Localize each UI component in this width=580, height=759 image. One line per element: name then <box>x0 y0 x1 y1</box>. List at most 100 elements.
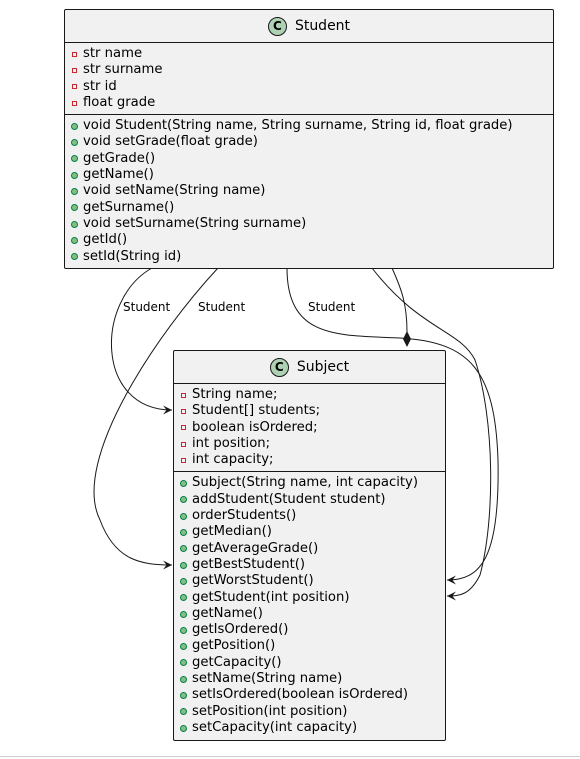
method-row: void Student(String name, String surname… <box>71 118 553 134</box>
attribute-text: boolean isOrdered; <box>192 419 318 435</box>
attribute-row: Student[] students; <box>180 403 445 419</box>
method-text: getName() <box>192 605 263 621</box>
method-text: orderStudents() <box>192 508 297 524</box>
attribute-text: str id <box>83 78 117 94</box>
private-visibility-icon <box>72 51 77 57</box>
method-text: setCapacity(int capacity) <box>192 719 358 735</box>
method-row: setId(String id) <box>71 249 553 265</box>
method-text: void setName(String name) <box>83 183 266 199</box>
public-visibility-icon <box>180 512 187 520</box>
public-visibility-icon <box>71 122 78 130</box>
edge-student-subject-1 <box>111 267 173 415</box>
class-student-methods: void Student(String name, String surname… <box>65 114 553 268</box>
method-text: getCapacity() <box>192 654 282 670</box>
public-visibility-icon <box>71 236 78 244</box>
edge-student-subject-3 <box>286 267 499 585</box>
method-text: getSurname() <box>83 199 175 215</box>
class-student-attributes: str name str surname str id float grade <box>65 43 553 114</box>
method-text: setId(String id) <box>83 248 182 264</box>
public-visibility-icon <box>180 529 187 537</box>
public-visibility-icon <box>180 610 187 618</box>
edge-student-subject-composition <box>391 267 408 333</box>
method-row: getBestStudent() <box>180 557 445 573</box>
public-visibility-icon <box>180 724 187 732</box>
method-text: getStudent(int position) <box>192 589 350 605</box>
method-text: setPosition(int position) <box>192 703 348 719</box>
public-visibility-icon <box>71 171 78 179</box>
public-visibility-icon <box>180 708 187 716</box>
attribute-row: boolean isOrdered; <box>180 420 445 436</box>
class-subject-title: Subject <box>296 359 350 375</box>
public-visibility-icon <box>180 545 187 553</box>
public-visibility-icon <box>71 204 78 212</box>
method-text: setIsOrdered(boolean isOrdered) <box>192 687 408 703</box>
class-student-title: Student <box>294 18 351 34</box>
method-text: getId() <box>83 232 128 248</box>
class-subject[interactable]: C Subject String name; Student[] student… <box>173 350 446 741</box>
class-c-icon: C <box>267 16 287 36</box>
private-visibility-icon <box>181 408 186 414</box>
public-visibility-icon <box>71 188 78 196</box>
method-text: setName(String name) <box>192 671 343 687</box>
method-row: getPosition() <box>180 638 445 654</box>
method-row: getName() <box>71 167 553 183</box>
attribute-row: str id <box>71 79 553 95</box>
attribute-text: int position; <box>192 435 271 451</box>
edge-label-1: Student <box>123 300 171 314</box>
public-visibility-icon <box>180 626 187 634</box>
method-row: setIsOrdered(boolean isOrdered) <box>180 687 445 703</box>
public-visibility-icon <box>71 253 78 261</box>
attribute-text: float grade <box>83 94 156 110</box>
private-visibility-icon <box>181 392 186 398</box>
edge-student-subject-2 <box>93 267 219 570</box>
public-visibility-icon <box>180 496 187 504</box>
method-row: getSurname() <box>71 200 553 216</box>
method-text: void setSurname(String surname) <box>83 215 307 231</box>
private-visibility-icon <box>181 441 186 447</box>
class-subject-methods: Subject(String name, int capacity) addSt… <box>174 471 445 739</box>
method-row: setCapacity(int capacity) <box>180 720 445 736</box>
class-subject-attributes: String name; Student[] students; boolean… <box>174 384 445 471</box>
public-visibility-icon <box>180 561 187 569</box>
attribute-text: int capacity; <box>192 452 274 468</box>
public-visibility-icon <box>71 139 78 147</box>
private-visibility-icon <box>181 457 186 463</box>
method-text: getAverageGrade() <box>192 540 319 556</box>
method-row: getGrade() <box>71 151 553 167</box>
public-visibility-icon <box>180 594 187 602</box>
method-text: getName() <box>83 167 154 183</box>
composition-diamond-icon <box>403 331 411 347</box>
public-visibility-icon <box>71 220 78 228</box>
edge-label-3: Student <box>308 300 356 314</box>
class-subject-header: C Subject <box>174 351 445 384</box>
method-row: void setGrade(float grade) <box>71 134 553 150</box>
private-visibility-icon <box>181 425 186 431</box>
class-student-header: C Student <box>65 10 553 43</box>
attribute-text: str name <box>83 46 143 61</box>
method-row: getAverageGrade() <box>180 541 445 557</box>
class-c-icon: C <box>269 357 289 377</box>
class-student[interactable]: C Student str name str surname str id fl… <box>64 9 554 269</box>
attribute-row: String name; <box>180 387 445 403</box>
attribute-row: int capacity; <box>180 452 445 468</box>
attribute-row: str surname <box>71 62 553 78</box>
method-row: setPosition(int position) <box>180 704 445 720</box>
method-row: getCapacity() <box>180 655 445 671</box>
method-text: Subject(String name, int capacity) <box>192 475 418 491</box>
attribute-row: str name <box>71 46 553 62</box>
method-text: getIsOrdered() <box>192 622 289 638</box>
edge-label-2: Student <box>198 300 246 314</box>
private-visibility-icon <box>72 84 77 90</box>
edge-student-subject-4 <box>371 267 492 601</box>
attribute-text: str surname <box>83 62 163 78</box>
method-text: void Student(String name, String surname… <box>83 118 513 134</box>
attribute-text: String name; <box>192 387 278 402</box>
method-text: getGrade() <box>83 150 156 166</box>
public-visibility-icon <box>71 155 78 163</box>
method-row: setName(String name) <box>180 671 445 687</box>
method-row: void setSurname(String surname) <box>71 216 553 232</box>
attribute-row: int position; <box>180 436 445 452</box>
method-row: getId() <box>71 232 553 248</box>
attribute-row: float grade <box>71 95 553 111</box>
